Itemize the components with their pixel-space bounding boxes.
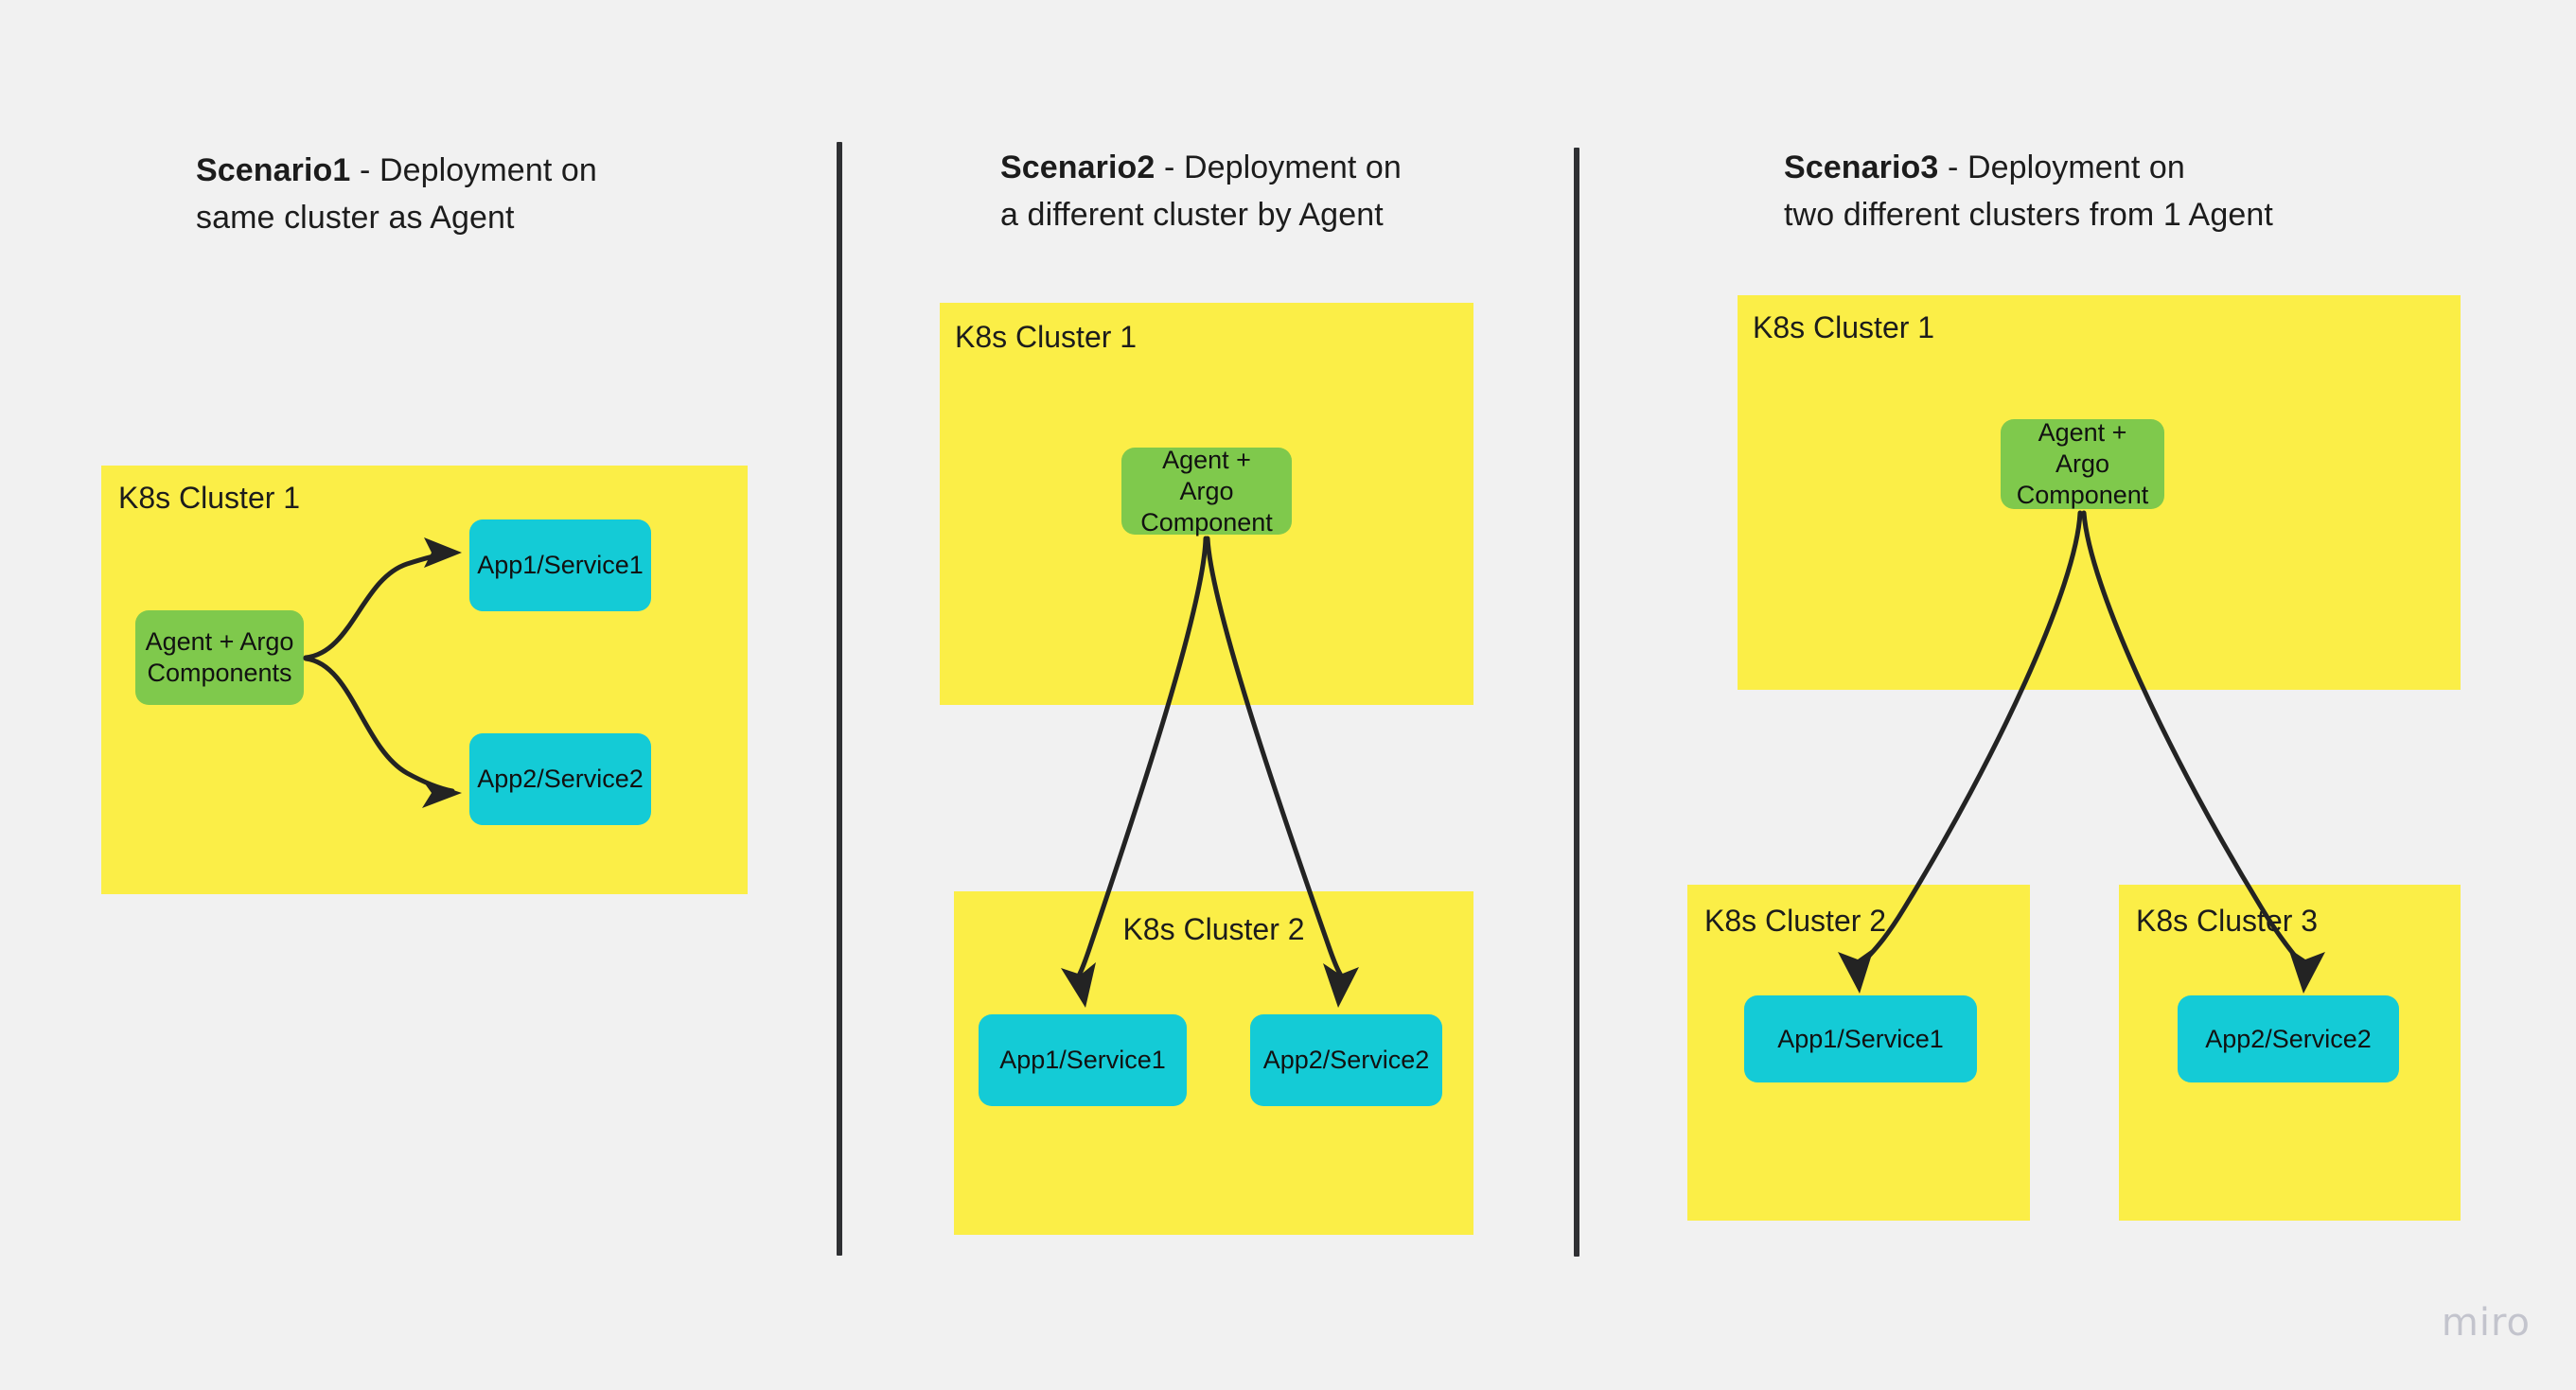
cluster-label-s3-cluster-2: K8s Cluster 2 [1704,904,1887,938]
column-divider-1 [837,142,842,1256]
scenario-2-title-name: Scenario2 [1000,150,1156,185]
miro-watermark: miro [2441,1301,2531,1345]
node-s1-agent[interactable]: Agent + Argo Components [135,610,304,705]
cluster-label-s3-cluster-1: K8s Cluster 1 [1753,310,1935,344]
scenario-1-title-rest: - Deployment on same cluster as Agent [196,152,597,236]
cluster-label-s1-cluster-1: K8s Cluster 1 [118,481,301,515]
cluster-label-s3-cluster-3: K8s Cluster 3 [2136,904,2319,938]
cluster-label-s2-cluster-1: K8s Cluster 1 [955,320,1138,354]
scenario-1-title: Scenario1 - Deployment on same cluster a… [196,147,726,241]
node-s3-app2[interactable]: App2/Service2 [2178,995,2399,1082]
node-s2-agent[interactable]: Agent + Argo Component [1121,446,1292,537]
node-s2-app2[interactable]: App2/Service2 [1250,1014,1442,1106]
scenario-1-title-name: Scenario1 [196,152,351,188]
scenario-3-title: Scenario3 - Deployment on two different … [1784,144,2390,238]
node-s1-app2[interactable]: App2/Service2 [469,733,651,825]
node-s3-app1[interactable]: App1/Service1 [1744,995,1977,1082]
scenario-2-title-rest: - Deployment on a different cluster by A… [1000,150,1402,233]
node-s3-agent[interactable]: Agent + Argo Component [2001,418,2164,509]
column-divider-2 [1574,148,1579,1257]
node-s1-app1[interactable]: App1/Service1 [469,519,651,611]
cluster-label-s2-cluster-2: K8s Cluster 2 [1122,912,1305,946]
scenario-2-title: Scenario2 - Deployment on a different cl… [1000,144,1530,238]
scenario-3-title-rest: - Deployment on two different clusters f… [1784,150,2273,233]
scenario-3-title-name: Scenario3 [1784,150,1939,185]
node-s2-app1[interactable]: App1/Service1 [979,1014,1187,1106]
